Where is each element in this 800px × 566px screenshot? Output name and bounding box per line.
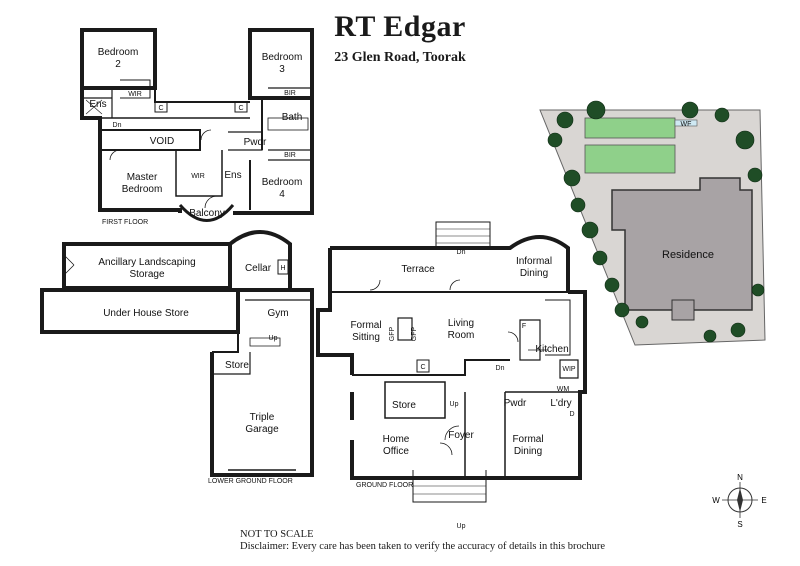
wip-label: WIP xyxy=(562,366,576,373)
bedroom-4-label: Bedroom xyxy=(262,177,303,188)
formal-dining-label: Formal xyxy=(512,434,543,445)
ancillary-label-2: Storage xyxy=(129,269,164,280)
cupboard-2-label: C xyxy=(238,105,243,112)
ens-master-label: Ens xyxy=(224,170,241,181)
heater-label: H xyxy=(280,265,285,272)
brand-header: RT Edgar 23 Glen Road, Toorak xyxy=(0,10,800,66)
ancillary-label: Ancillary Landscaping xyxy=(98,257,195,268)
disclaimer-text: Disclaimer: Every care has been taken to… xyxy=(240,541,606,552)
stairs-down-first: Dn xyxy=(113,122,122,129)
bedroom-3-number: 3 xyxy=(279,64,285,75)
property-address: 23 Glen Road, Toorak xyxy=(334,50,466,65)
stairs-up-store: Up xyxy=(450,401,459,408)
bath-label: Bath xyxy=(282,112,303,123)
home-office-label: Home xyxy=(383,434,410,445)
cupboard-ground-label: C xyxy=(420,364,425,371)
compass-east: E xyxy=(761,496,766,505)
store-ground-label: Store xyxy=(392,400,416,411)
garage-label: Triple xyxy=(250,412,275,423)
store-lower-label: Store xyxy=(225,360,249,371)
compass-west: W xyxy=(712,496,720,505)
ground-floor-label: GROUND FLOOR xyxy=(356,482,413,489)
agency-title: RT Edgar xyxy=(334,10,466,43)
informal-dining-label: Informal xyxy=(516,256,552,267)
wir-master-label: WIR xyxy=(191,173,205,180)
bir-bottom-label: BIR xyxy=(284,152,296,159)
room-labels: Bedroom 2 Bedroom 3 Ens WIR BIR Bath C C… xyxy=(89,47,714,530)
gas-fireplace-2: GFP xyxy=(411,326,418,341)
home-office-label-2: Office xyxy=(383,446,409,457)
bedroom-2-number: 2 xyxy=(115,59,121,70)
bedroom-4-number: 4 xyxy=(279,189,285,200)
cellar-label: Cellar xyxy=(245,263,272,274)
not-to-scale-label: NOT TO SCALE xyxy=(240,529,314,540)
ens-left-label: Ens xyxy=(89,99,106,110)
pwdr-first-label: Pwdr xyxy=(244,137,267,148)
terrace-label: Terrace xyxy=(401,264,435,275)
stairs-down-terrace: Dn xyxy=(457,249,466,256)
garage-label-2: Garage xyxy=(245,424,279,435)
stairs-up-entry: Up xyxy=(457,523,466,530)
gas-fireplace-1: GFP xyxy=(389,326,396,341)
ground-floor-plan xyxy=(316,221,587,503)
lower-ground-floor-label: LOWER GROUND FLOOR xyxy=(208,478,293,485)
dryer-label: D xyxy=(569,411,574,418)
bir-top-label: BIR xyxy=(284,90,296,97)
laundry-label: L'dry xyxy=(550,398,571,409)
compass-icon: N S E W xyxy=(712,473,766,528)
compass-south: S xyxy=(737,520,742,528)
footer-notes: NOT TO SCALE Disclaimer: Every care has … xyxy=(240,529,605,553)
water-feature-label: WF xyxy=(681,121,692,128)
under-house-store-label: Under House Store xyxy=(103,308,189,319)
gym-label: Gym xyxy=(267,308,288,319)
master-bedroom-label-2: Bedroom xyxy=(122,184,163,195)
living-room-label: Living xyxy=(448,318,474,329)
master-bedroom-label: Master xyxy=(127,172,158,183)
balcony-label: Balcony xyxy=(189,208,225,219)
formal-sitting-label: Formal xyxy=(350,320,381,331)
washing-machine-label: WM xyxy=(557,386,570,393)
pwdr-ground-label: Pwdr xyxy=(504,398,527,409)
bedroom-2-label: Bedroom xyxy=(98,47,139,58)
foyer-label: Foyer xyxy=(448,430,474,441)
site-plan xyxy=(539,100,766,346)
stairs-down-living: Dn xyxy=(496,365,505,372)
first-floor-label: FIRST FLOOR xyxy=(102,219,148,226)
fridge-label: F xyxy=(522,323,526,330)
residence-label: Residence xyxy=(662,249,714,261)
bedroom-3-label: Bedroom xyxy=(262,52,303,63)
formal-dining-label-2: Dining xyxy=(514,446,542,457)
formal-sitting-label-2: Sitting xyxy=(352,332,380,343)
wir-top-label: WIR xyxy=(128,91,142,98)
kitchen-label: Kitchen xyxy=(535,344,568,355)
void-label: VOID xyxy=(150,136,174,147)
compass-north: N xyxy=(737,473,743,482)
cupboard-1-label: C xyxy=(158,105,163,112)
stairs-up-lower: Up xyxy=(269,335,278,342)
informal-dining-label-2: Dining xyxy=(520,268,548,279)
lower-ground-plan xyxy=(40,230,314,477)
living-room-label-2: Room xyxy=(448,330,475,341)
site-trees xyxy=(547,100,765,343)
first-floor-plan xyxy=(80,28,314,222)
